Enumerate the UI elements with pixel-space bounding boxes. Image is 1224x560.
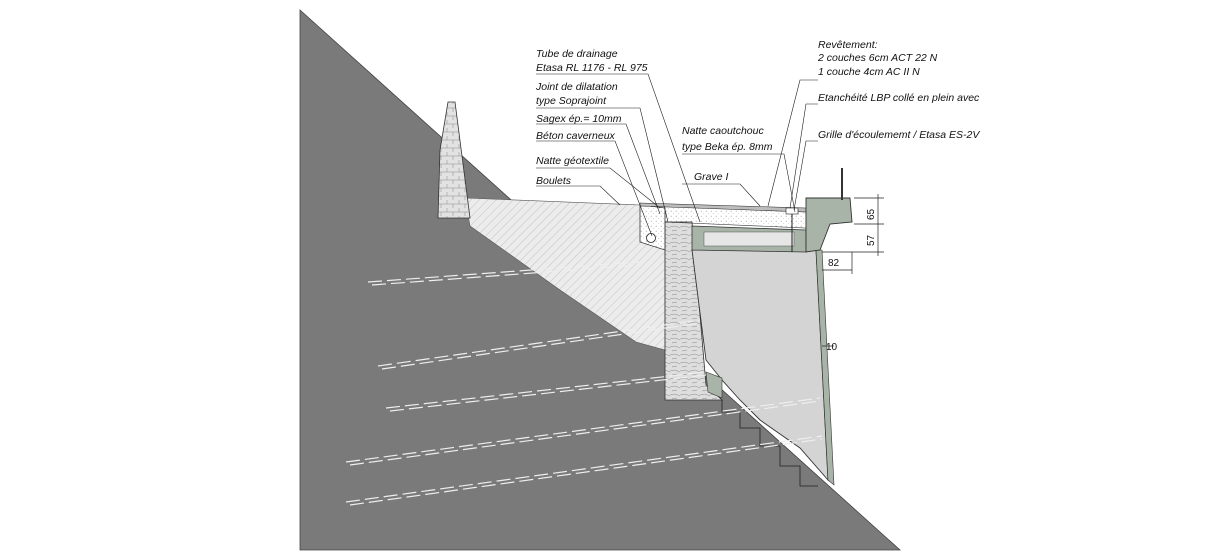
- label-drain-tube-2: Etasa RL 1176 - RL 975: [536, 62, 648, 74]
- wall-foot-steps: [721, 400, 818, 487]
- drainage-tube-icon: [646, 233, 656, 243]
- label-etancheite: Etanchéité LBP collé en plein avec: [818, 92, 980, 104]
- dimension-lines: [822, 194, 884, 347]
- backfill-hatching: [465, 198, 665, 350]
- label-sagex: Sagex ép.= 10mm: [536, 113, 622, 125]
- label-geotextile: Natte géotextile: [536, 155, 609, 167]
- label-beton: Béton caverneux: [536, 130, 616, 142]
- dim-10: 10: [826, 342, 838, 353]
- dim-65: 65: [866, 208, 877, 220]
- rock-anchors: [345, 261, 823, 506]
- label-revetement-3: 1 couche 4cm AC II N: [818, 66, 920, 78]
- label-revetement-1: Revêtement:: [818, 39, 878, 51]
- masonry-parapet: [437, 101, 471, 219]
- label-natte-1: Natte caoutchouc: [682, 125, 764, 137]
- dim-82: 82: [828, 258, 840, 269]
- label-grille: Grille d'écoulememt / Etasa ES-2V: [818, 129, 980, 141]
- dim-57: 57: [866, 234, 877, 246]
- label-joint-2: type Soprajoint: [536, 95, 607, 107]
- wall-foot-block: [705, 371, 723, 399]
- label-joint-1: Joint de dilatation: [535, 81, 618, 93]
- label-drain-tube-1: Tube de drainage: [536, 48, 618, 60]
- label-grave: Grave I: [694, 171, 729, 183]
- slab-inner-void: [703, 231, 795, 247]
- beton-caverneux: [639, 204, 666, 251]
- edge-beam: [805, 197, 853, 253]
- label-boulets: Boulets: [536, 175, 572, 187]
- drain-grille-icon: [785, 207, 799, 215]
- leader-lines: [536, 73, 818, 237]
- label-natte-2: type Beka ép. 8mm: [682, 141, 773, 153]
- label-revetement-2: 2 couches 6cm ACT 22 N: [817, 52, 938, 64]
